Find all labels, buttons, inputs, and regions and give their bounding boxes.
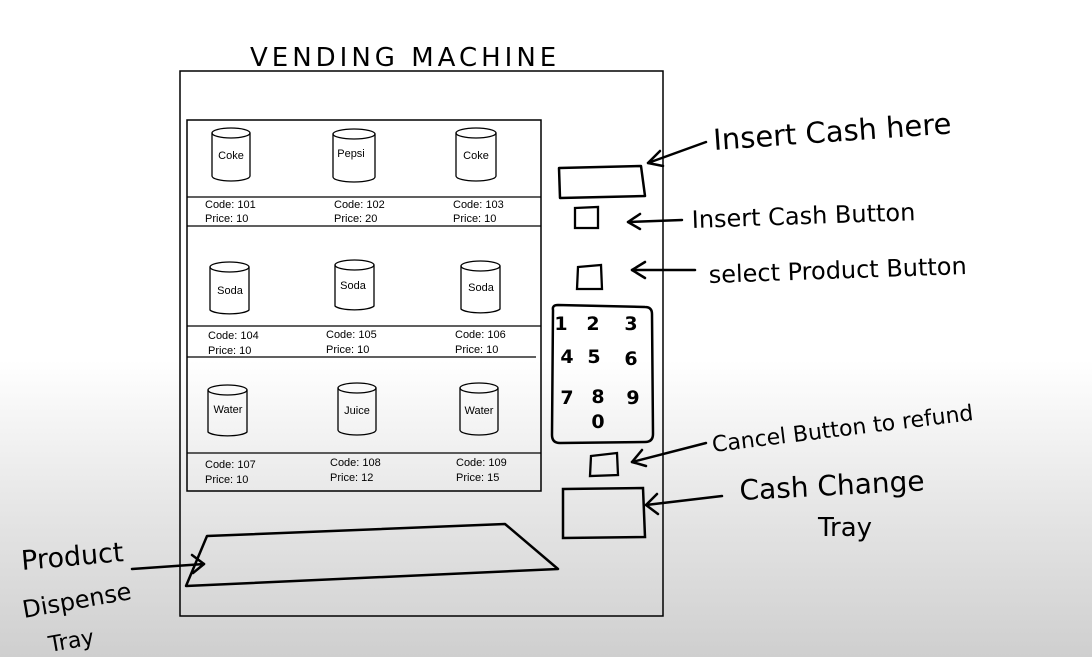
annotation-insert-cash: Insert Cash here bbox=[712, 106, 952, 157]
cash-change-tray[interactable] bbox=[561, 486, 647, 540]
product-name: Water bbox=[214, 404, 243, 416]
keypad-key-2[interactable]: 2 bbox=[586, 313, 599, 335]
keypad bbox=[550, 303, 655, 445]
annotation-cash-change-tray: Cash Change bbox=[739, 464, 926, 507]
product-price: Price: 10 bbox=[205, 213, 248, 225]
product-display bbox=[186, 119, 542, 492]
product-slot: Soda Code: 104 Price: 10 bbox=[208, 261, 259, 357]
keypad-key-7[interactable]: 7 bbox=[560, 387, 573, 409]
annotation-cancel-button: Cancel Button to refund bbox=[711, 401, 975, 458]
product-price: Price: 10 bbox=[208, 345, 251, 357]
annotation-dispense-tray-line3: Tray bbox=[46, 625, 96, 657]
select-product-button[interactable] bbox=[575, 263, 604, 291]
arrow-icon bbox=[630, 441, 708, 468]
product-code: Code: 101 bbox=[205, 199, 256, 211]
product-dispense-tray[interactable] bbox=[184, 522, 560, 588]
product-price: Price: 10 bbox=[455, 344, 498, 356]
product-slot: Coke Code: 101 Price: 10 bbox=[205, 127, 256, 225]
keypad-key-5[interactable]: 5 bbox=[587, 346, 600, 368]
product-code: Code: 105 bbox=[326, 329, 377, 341]
product-price: Price: 10 bbox=[453, 213, 496, 225]
product-code: Code: 104 bbox=[208, 330, 259, 342]
product-price: Price: 10 bbox=[205, 474, 248, 486]
arrow-icon bbox=[646, 140, 708, 168]
product-price: Price: 20 bbox=[334, 213, 377, 225]
machine-body bbox=[179, 70, 664, 617]
annotation-cash-change-tray-line2: Tray bbox=[817, 513, 872, 543]
product-code: Code: 102 bbox=[334, 199, 385, 211]
annotation-dispense-tray: Product bbox=[20, 537, 125, 577]
product-price: Price: 10 bbox=[326, 344, 369, 356]
product-slot: Soda Code: 105 Price: 10 bbox=[326, 259, 377, 356]
insert-cash-button[interactable] bbox=[573, 205, 600, 230]
arrow-icon bbox=[130, 553, 206, 575]
product-name: Juice bbox=[344, 405, 370, 417]
keypad-key-8[interactable]: 8 bbox=[591, 386, 604, 408]
keypad-key-1[interactable]: 1 bbox=[554, 313, 567, 335]
annotation-insert-cash-button: Insert Cash Button bbox=[691, 198, 916, 234]
product-name: Coke bbox=[218, 150, 244, 162]
arrow-icon bbox=[644, 492, 724, 516]
keypad-key-6[interactable]: 6 bbox=[624, 348, 637, 370]
diagram-title: VENDING MACHINE bbox=[250, 43, 560, 73]
cash-insert-slot[interactable] bbox=[557, 164, 647, 200]
product-name: Soda bbox=[217, 285, 244, 297]
product-name: Soda bbox=[468, 282, 495, 294]
arrow-icon bbox=[626, 212, 684, 231]
product-slot: Pepsi Code: 102 Price: 20 bbox=[332, 128, 385, 225]
keypad-key-3[interactable]: 3 bbox=[624, 313, 637, 335]
annotation-dispense-tray-line2: Dispense bbox=[20, 577, 133, 624]
keypad-key-4[interactable]: 4 bbox=[560, 346, 573, 368]
product-name: Coke bbox=[463, 150, 489, 162]
product-slot: Coke Code: 103 Price: 10 bbox=[453, 127, 504, 225]
product-code: Code: 107 bbox=[205, 459, 256, 471]
product-slot: Water Code: 109 Price: 15 bbox=[456, 382, 507, 484]
product-slot: Water Code: 107 Price: 10 bbox=[205, 384, 256, 486]
product-name: Soda bbox=[340, 280, 367, 292]
product-price: Price: 12 bbox=[330, 472, 373, 484]
product-name: Pepsi bbox=[337, 148, 365, 160]
cancel-button[interactable] bbox=[588, 451, 620, 478]
product-code: Code: 103 bbox=[453, 199, 504, 211]
product-slot: Juice Code: 108 Price: 12 bbox=[330, 382, 381, 484]
annotation-select-product-button: select Product Button bbox=[708, 252, 967, 289]
product-code: Code: 106 bbox=[455, 329, 506, 341]
product-code: Code: 109 bbox=[456, 457, 507, 469]
arrow-icon bbox=[630, 260, 697, 280]
product-code: Code: 108 bbox=[330, 457, 381, 469]
product-price: Price: 15 bbox=[456, 472, 499, 484]
product-name: Water bbox=[465, 405, 494, 417]
keypad-key-0[interactable]: 0 bbox=[591, 411, 604, 433]
product-slot: Soda Code: 106 Price: 10 bbox=[455, 260, 506, 356]
keypad-key-9[interactable]: 9 bbox=[626, 387, 639, 409]
